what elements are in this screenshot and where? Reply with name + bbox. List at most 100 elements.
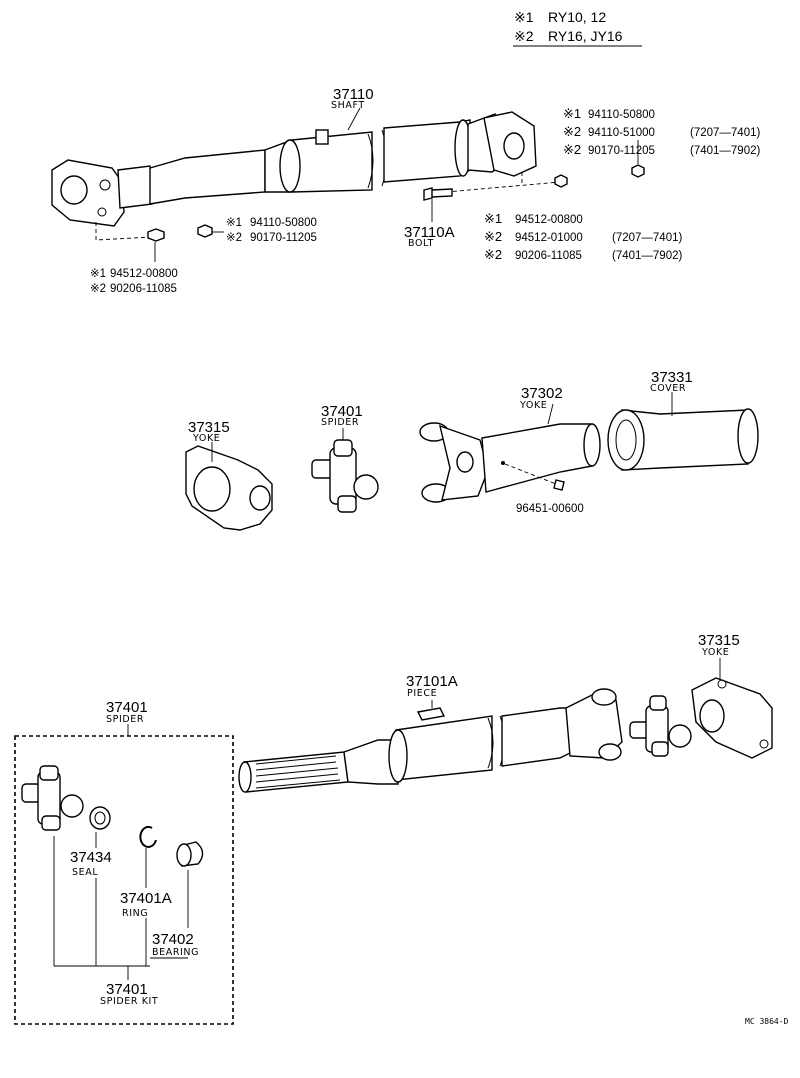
left-ref-2-mark: ※2 <box>90 283 106 295</box>
right-ref-2-range: (7207—7401) <box>690 127 760 139</box>
bolt-ref-1-part: 94512-00800 <box>515 214 583 226</box>
lower-spider-and-yoke: 37315 YOKE <box>629 632 773 759</box>
shaft-break-line-left <box>367 133 374 189</box>
right-ref-1-mark: ※1 <box>563 106 581 121</box>
cover-front-rim <box>607 409 645 471</box>
spider-kit-box: 37401 SPIDER 37434 SEAL 37401A RING 3740… <box>14 699 234 1025</box>
right-ref-2-part: 94110-51000 <box>588 127 655 139</box>
lower-tube-front <box>395 715 493 781</box>
bolt-ref-3-range: (7401—7902) <box>612 250 682 262</box>
mid-ref-2-part: 90170-11205 <box>250 232 317 244</box>
lower-yoke-ear-top <box>591 688 617 706</box>
lower-spider-cap-top <box>649 695 667 711</box>
piece-part-name: PIECE <box>407 688 437 699</box>
spider-kit-part-number: 37401 <box>106 981 148 998</box>
left-ref-2-part: 90206-11085 <box>110 283 177 295</box>
grease-hole <box>501 461 505 465</box>
bolt-reference-list: ※1 94512-00800 ※2 94512-01000 (7207—7401… <box>484 211 682 262</box>
right-ref-3-part: 90170-11205 <box>588 145 655 157</box>
shaft-left-flange-hole <box>99 179 111 191</box>
shaft-left-flange-bore <box>60 175 88 205</box>
right-nut-icon <box>631 164 645 178</box>
flange-yoke-part-name: YOKE <box>192 433 220 444</box>
shaft-label-leader <box>347 107 361 131</box>
lower-flange-hole-2 <box>759 739 769 749</box>
spider-part-number: 37401 <box>321 403 363 420</box>
balance-piece-icon <box>416 707 446 721</box>
propeller-shaft-assembly <box>51 107 561 241</box>
fasteners <box>147 140 645 262</box>
shaft-part-name: SHAFT <box>331 100 365 111</box>
shaft-left-universal-joint <box>117 165 153 209</box>
left-ref-1-mark: ※1 <box>90 268 106 280</box>
mid-reference-list: ※1 94110-50800 ※2 90170-11205 <box>226 217 317 244</box>
shaft-balance-weight <box>315 129 329 145</box>
mid-ref-2-mark: ※2 <box>226 232 242 244</box>
ring-part-number: 37401A <box>120 890 172 907</box>
spline-shaft-end <box>238 761 252 793</box>
shaft-left-flange-hole-2 <box>97 207 107 217</box>
spline-shaft-assembly: 37101A PIECE <box>238 673 623 793</box>
cover-37331: 37331 COVER <box>607 369 759 471</box>
diagram-code: MC 3864-D <box>745 1017 789 1026</box>
kit-spider-cap-bottom <box>41 815 61 831</box>
slip-yoke-tube-end <box>583 423 601 467</box>
applicability-line2-text: RY16, JY16 <box>548 28 623 44</box>
bolt-ref-2-mark: ※2 <box>484 229 502 244</box>
seal-part-number: 37434 <box>70 849 112 866</box>
lower-flange-yoke-part-number: 37315 <box>698 632 740 649</box>
shaft-part-number: 37110 <box>333 86 374 103</box>
bearing-part-number: 37402 <box>152 931 194 948</box>
kit-bearing-cap <box>176 843 192 867</box>
applicability-line2-mark: ※2 <box>514 28 534 44</box>
seal-part-name: SEAL <box>72 867 98 878</box>
right-reference-list: ※1 94110-50800 ※2 94110-51000 (7207—7401… <box>563 106 760 157</box>
bearing-part-name: BEARING <box>152 947 199 958</box>
flange-yoke-37315: 37315 YOKE <box>185 419 273 531</box>
bolt-part-number: 37110A <box>404 224 455 241</box>
bolt-ref-3-part: 90206-11085 <box>515 250 582 262</box>
left-nut-icon <box>147 228 165 242</box>
spider-kit-part-name: SPIDER KIT <box>100 996 158 1007</box>
right-ref-3-mark: ※2 <box>563 142 581 157</box>
lower-yoke-ear-bottom <box>598 743 622 761</box>
ring-part-name: RING <box>122 908 148 919</box>
spider-37401-middle: 37401 SPIDER <box>311 403 379 513</box>
applicability-legend: ※1 RY10, 12 ※2 RY16, JY16 <box>513 9 642 47</box>
center-nut-icon <box>554 174 568 188</box>
spline-taper <box>343 739 399 785</box>
spider-cap-top <box>333 439 353 457</box>
lower-tube-ring <box>388 729 408 783</box>
shaft-front-tube <box>149 149 266 205</box>
spider-kit-top-name: SPIDER <box>106 714 144 725</box>
kit-spider-cap-right <box>60 794 84 818</box>
spider-kit-top-number: 37401 <box>106 699 148 716</box>
cover-part-number: 37331 <box>651 369 693 386</box>
left-reference-list: ※1 94512-00800 ※2 90206-11085 <box>90 268 178 295</box>
shaft-right-flange-bore <box>503 132 525 160</box>
flange-yoke-boss <box>249 485 271 511</box>
piece-part-number: 37101A <box>406 673 458 690</box>
slip-yoke-tube <box>481 423 593 493</box>
center-bolt-dashed-line <box>445 181 561 193</box>
shaft-center-ring <box>279 139 301 193</box>
applicability-line1-mark: ※1 <box>514 9 534 25</box>
slip-yoke-part-name: YOKE <box>519 400 547 411</box>
lower-spider-cap-bottom <box>651 741 669 757</box>
kit-seal-inner <box>94 811 106 825</box>
slip-yoke-leader <box>547 403 554 425</box>
left-bolt-dashed-line <box>95 222 153 241</box>
slip-yoke-part-number: 37302 <box>521 385 563 402</box>
slip-yoke-37302: 37302 YOKE 96451-00600 <box>419 385 601 515</box>
bolt-ref-3-mark: ※2 <box>484 247 502 262</box>
kit-ring-icon <box>139 825 157 848</box>
lower-flange-hole <box>717 679 727 689</box>
right-ref-1-part: 94110-50800 <box>588 109 655 121</box>
spider-cap-bottom <box>337 495 357 513</box>
mid-ref-1-part: 94110-50800 <box>250 217 317 229</box>
lower-spider-cap-right <box>668 724 692 748</box>
mid-nut-icon <box>197 224 213 238</box>
grease-fitting-dashed-line <box>504 463 557 485</box>
applicability-line1-text: RY10, 12 <box>548 9 606 25</box>
